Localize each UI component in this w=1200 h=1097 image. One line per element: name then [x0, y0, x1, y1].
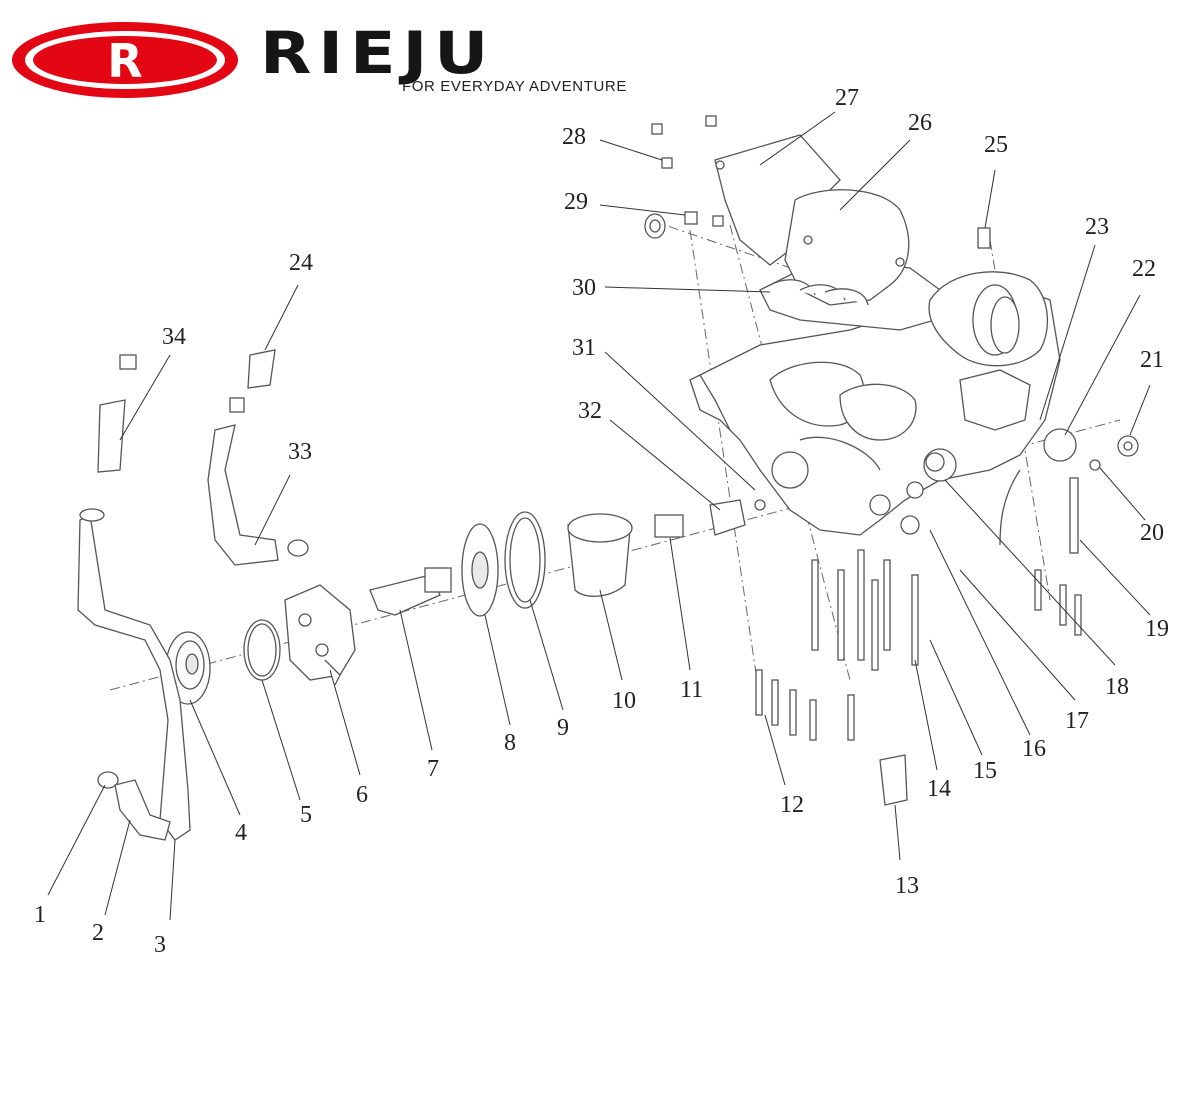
- callout-17: 17: [1065, 708, 1089, 734]
- callout-13: 13: [895, 873, 919, 899]
- bolt-set: [755, 428, 1139, 806]
- callout-labels: 1 2 3 4 5 6 7 8 9 10 11 12 13 14 15 16 1…: [34, 85, 1169, 958]
- callout-19: 19: [1145, 616, 1169, 642]
- callout-3: 3: [154, 932, 166, 958]
- pump-housing: [165, 584, 356, 705]
- callout-6: 6: [356, 782, 368, 808]
- callout-33: 33: [288, 439, 312, 465]
- brand-tagline: FOR EVERYDAY ADVENTURE: [402, 78, 627, 95]
- small-fasteners: [644, 115, 991, 249]
- callout-1: 1: [34, 902, 46, 928]
- callout-16: 16: [1022, 736, 1046, 762]
- callout-26: 26: [908, 110, 932, 136]
- oil-pipes: [77, 349, 309, 841]
- callout-24: 24: [289, 250, 313, 276]
- callout-2: 2: [92, 920, 104, 946]
- callout-5: 5: [300, 802, 312, 828]
- brand-header: R RIEJU FOR EVERYDAY ADVENTURE: [8, 14, 668, 104]
- callout-11: 11: [680, 677, 703, 703]
- callout-4: 4: [235, 820, 247, 846]
- callout-9: 9: [557, 715, 569, 741]
- logo-letter: R: [107, 34, 142, 88]
- callout-8: 8: [504, 730, 516, 756]
- callout-18: 18: [1105, 674, 1129, 700]
- callout-22: 22: [1132, 256, 1156, 282]
- callout-27: 27: [835, 85, 859, 111]
- cover-plates: [714, 134, 910, 306]
- crankcase-assembly: [689, 261, 1061, 536]
- filter-stack: [369, 499, 766, 617]
- bearing-shells: [769, 279, 869, 306]
- callout-31: 31: [572, 335, 596, 361]
- callout-23: 23: [1085, 214, 1109, 240]
- callout-15: 15: [973, 758, 997, 784]
- callout-14: 14: [927, 776, 951, 802]
- callout-21: 21: [1140, 347, 1164, 373]
- leader-lines: [47, 111, 1151, 921]
- brand-wordmark: RIEJU: [260, 19, 496, 87]
- callout-29: 29: [564, 189, 588, 215]
- callout-30: 30: [572, 275, 596, 301]
- callout-25: 25: [984, 132, 1008, 158]
- callout-28: 28: [562, 124, 586, 150]
- callout-32: 32: [578, 398, 602, 424]
- rieju-r-emblem-icon: R: [12, 22, 238, 98]
- callout-7: 7: [427, 756, 439, 782]
- callout-12: 12: [780, 792, 804, 818]
- callout-20: 20: [1140, 520, 1164, 546]
- callout-34: 34: [162, 324, 186, 350]
- callout-10: 10: [612, 688, 636, 714]
